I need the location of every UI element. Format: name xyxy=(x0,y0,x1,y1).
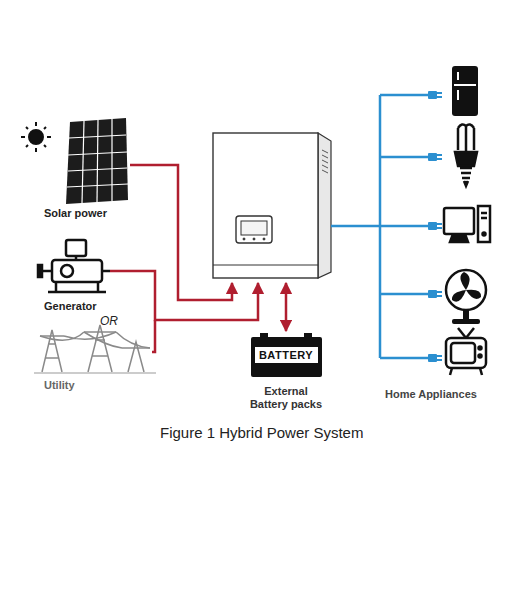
battery-caption: External Battery packs xyxy=(244,385,328,411)
source-label: Solar power xyxy=(44,207,107,219)
battery-node: BATTERY External Battery packs xyxy=(244,337,328,411)
utility-pylons xyxy=(34,325,156,373)
source-label: Utility xyxy=(44,379,75,391)
computer-icon xyxy=(444,206,490,242)
inverter-unit xyxy=(213,133,331,278)
bulb-icon xyxy=(455,124,477,186)
fan-icon xyxy=(446,270,486,324)
solar-panel-icon xyxy=(66,118,128,204)
battery-symbol: BATTERY xyxy=(251,337,322,377)
fridge-icon xyxy=(452,66,478,116)
group-label: Home Appliances xyxy=(385,388,477,400)
plugs xyxy=(428,91,442,362)
generator-icon xyxy=(38,240,110,292)
input-wires xyxy=(110,165,286,352)
tv-icon xyxy=(446,328,486,375)
battery-heading: BATTERY xyxy=(255,347,318,363)
source-label: Generator xyxy=(44,300,97,312)
figure-caption: Figure 1 Hybrid Power System xyxy=(160,424,363,441)
output-wires xyxy=(331,95,428,358)
sun-icon xyxy=(21,122,51,152)
or-note: OR xyxy=(100,314,118,328)
